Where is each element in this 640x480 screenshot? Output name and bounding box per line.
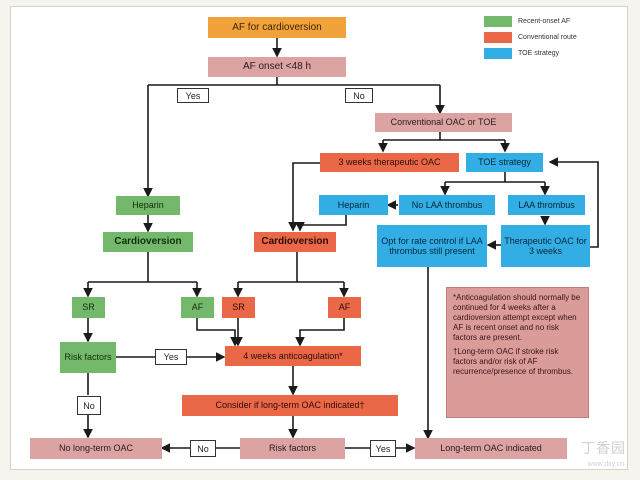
node-heparin-recent-onset: Heparin: [116, 196, 180, 215]
node-laa-thrombus: LAA thrombus: [508, 195, 585, 215]
node-af-for-cardioversion: AF for cardioversion: [208, 17, 346, 38]
label-yes-bottom: Yes: [370, 440, 396, 457]
node-consider-long-term-oac: Consider if long-term OAC indicated†: [182, 395, 398, 416]
node-af-recent-onset: AF: [181, 297, 214, 318]
legend-swatch-red: [484, 32, 512, 43]
node-af-onset: AF onset <48 h: [208, 57, 346, 77]
watermark-logo: 丁香园: [581, 440, 626, 456]
footnote-box: *Anticoagulation should normally be cont…: [446, 287, 589, 418]
legend-label: Recent-onset AF: [518, 18, 571, 25]
node-therapeutic-oac-3-weeks: Therapeutic OAC for 3 weeks: [501, 225, 590, 267]
node-af-conventional: AF: [328, 297, 361, 318]
legend-item-conventional: Conventional route: [484, 32, 577, 43]
node-no-laa-thrombus: No LAA thrombus: [399, 195, 495, 215]
node-long-term-oac-indicated: Long-term OAC indicated: [415, 438, 567, 459]
footnote-long-term-oac: †Long-term OAC if stroke risk factors an…: [453, 347, 574, 376]
node-heparin-toe: Heparin: [319, 195, 388, 215]
label-no-risk: No: [77, 396, 101, 415]
label-no-bottom: No: [190, 440, 216, 457]
watermark-url: www.dxy.cn: [587, 461, 624, 468]
label-yes-risk: Yes: [155, 349, 187, 365]
legend-swatch-blue: [484, 48, 512, 59]
legend-item-recent-onset: Recent-onset AF: [484, 16, 570, 27]
label-yes: Yes: [177, 88, 209, 103]
legend-swatch-green: [484, 16, 512, 27]
node-opt-for-rate-control: Opt for rate control if LAA thrombus sti…: [377, 225, 487, 267]
node-sr-conventional: SR: [222, 297, 255, 318]
node-no-long-term-oac: No long-term OAC: [30, 438, 162, 459]
node-4-weeks-anticoagulation: 4 weeks anticoagulation*: [225, 346, 361, 366]
node-cardioversion-conventional: Cardioversion: [254, 232, 336, 252]
legend-label: TOE strategy: [518, 50, 560, 57]
legend-item-toe: TOE strategy: [484, 48, 559, 59]
node-sr-recent-onset: SR: [72, 297, 105, 318]
label-no: No: [345, 88, 373, 103]
node-cardioversion-recent-onset: Cardioversion: [103, 232, 193, 252]
node-conventional-oac-or-toe: Conventional OAC or TOE: [375, 113, 512, 132]
node-3-weeks-therapeutic-oac: 3 weeks therapeutic OAC: [320, 153, 459, 172]
legend-label: Conventional route: [518, 34, 577, 41]
footnote-anticoagulation: *Anticoagulation should normally be cont…: [453, 293, 581, 342]
node-toe-strategy: TOE strategy: [466, 153, 543, 172]
node-risk-factors: Risk factors: [240, 438, 345, 459]
node-risk-factors-recent-onset: Risk factors: [60, 342, 116, 373]
